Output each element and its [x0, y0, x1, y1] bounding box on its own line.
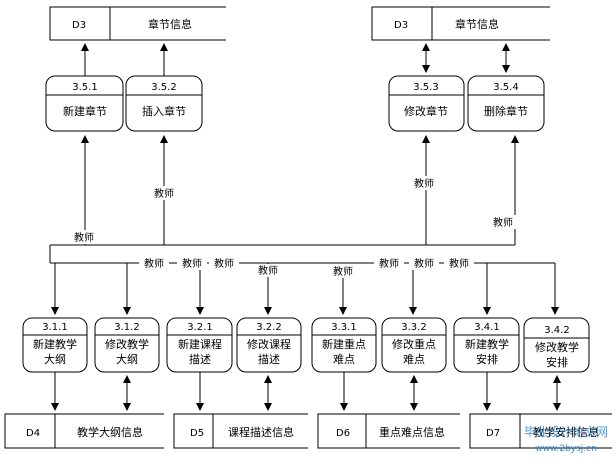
process-number: 3.4.2: [544, 325, 569, 336]
process-number: 3.5.3: [413, 82, 438, 93]
process-3-4-2: 3.4.2 修改教学 安排: [523, 317, 590, 373]
flows-teacher-bottom: [49, 245, 559, 315]
process-label: 修改教学: [535, 340, 579, 354]
process-label: 描述: [258, 352, 280, 366]
datastore-name: 重点难点信息: [379, 425, 445, 439]
datastore-id: D5: [190, 428, 204, 439]
process-label: 新建重点: [322, 337, 366, 351]
process-number: 3.3.2: [401, 322, 426, 333]
flow-label: 教师: [74, 231, 94, 244]
process-3-3-1: 3.3.1 新建重点 难点: [311, 317, 377, 373]
datastore-id: D6: [336, 428, 350, 439]
datastore-id: D3: [72, 20, 86, 31]
process-label: 修改章节: [404, 104, 448, 118]
process-3-4-1: 3.4.1 新建教学 安排: [453, 317, 520, 373]
process-number: 3.2.2: [256, 322, 281, 333]
flow-label: 教师: [258, 264, 278, 277]
process-number: 3.4.1: [474, 322, 499, 333]
flow-label: 教师: [154, 187, 174, 200]
process-label: 大纲: [116, 352, 138, 366]
datastore-name: 章节信息: [455, 17, 499, 31]
process-number: 3.2.1: [187, 322, 212, 333]
process-label: 安排: [476, 352, 498, 366]
watermark-text: 毕业设计论文网: [524, 424, 608, 439]
flow-label: 教师: [493, 216, 513, 229]
process-label: 难点: [403, 353, 425, 366]
process-number: 3.1.1: [42, 322, 67, 333]
process-label: 安排: [546, 355, 568, 369]
watermark: 毕业设计论文网 www.2bysj.cn: [524, 424, 608, 454]
process-3-2-1: 3.2.1 新建课程 描述: [166, 317, 233, 373]
process-3-5-4: 3.5.4 删除章节: [467, 75, 545, 132]
flow-label: 教师: [144, 257, 164, 270]
process-label: 新建课程: [178, 337, 222, 351]
datastore-name: 教学大纲信息: [77, 425, 143, 439]
flow-label: 教师: [414, 177, 434, 190]
process-label: 删除章节: [484, 104, 528, 118]
flow-label: 教师: [333, 265, 353, 278]
watermark-url: www.2bysj.cn: [535, 444, 597, 454]
flows-top: [81, 43, 510, 76]
flows-bottom: [51, 372, 561, 411]
datastore-id: D4: [26, 428, 40, 439]
process-label: 修改课程: [247, 337, 291, 351]
flows-teacher-top: [50, 135, 519, 246]
flow-label: 教师: [214, 257, 234, 270]
process-3-1-1: 3.1.1 新建教学 大纲: [22, 317, 88, 373]
datastore-id: D3: [394, 20, 408, 31]
datastore-d4: D4 教学大纲信息: [4, 413, 164, 449]
process-3-3-2: 3.3.2 修改重点 难点: [381, 317, 447, 373]
process-3-2-2: 3.2.2 修改课程 描述: [236, 317, 302, 373]
process-label: 新建教学: [465, 337, 509, 351]
flow-label: 教师: [182, 257, 202, 270]
process-label: 大纲: [44, 352, 66, 366]
process-label: 难点: [333, 353, 355, 366]
datastore-id: D7: [486, 428, 500, 439]
process-3-5-3: 3.5.3 修改章节: [388, 75, 465, 132]
process-3-5-2: 3.5.2 插入章节: [125, 75, 203, 132]
flow-label: 教师: [449, 257, 469, 270]
process-number: 3.3.1: [331, 322, 356, 333]
process-label: 新建教学: [33, 337, 77, 351]
teacher-labels: 教师 教师 教师 教师 教师 教师 教师 教师 教师 教师 教师 教师: [69, 176, 518, 278]
datastore-name: 课程描述信息: [228, 425, 294, 439]
process-label: 新建章节: [63, 104, 107, 118]
datastore-top-2: D3 章节信息: [371, 6, 550, 41]
datastore-top-1: D3 章节信息: [49, 6, 226, 41]
datastore-d7: D7 教学安排信息: [469, 413, 612, 449]
datastore-d5: D5 课程描述信息: [173, 413, 308, 449]
process-label: 修改重点: [392, 337, 436, 351]
datastore-name: 教学安排信息: [533, 425, 599, 439]
process-3-5-1: 3.5.1 新建章节: [45, 75, 124, 132]
process-number: 3.5.2: [151, 82, 176, 93]
flow-label: 教师: [414, 257, 434, 270]
process-label: 修改教学: [105, 337, 149, 351]
process-number: 3.5.4: [493, 82, 518, 93]
process-label: 描述: [189, 352, 211, 366]
process-3-1-2: 3.1.2 修改教学 大纲: [94, 317, 160, 373]
datastore-d6: D6 重点难点信息: [317, 413, 460, 449]
process-label: 插入章节: [142, 104, 186, 118]
flow-label: 教师: [379, 257, 399, 270]
process-number: 3.5.1: [72, 82, 97, 93]
process-number: 3.1.2: [114, 322, 139, 333]
datastore-name: 章节信息: [148, 17, 192, 31]
